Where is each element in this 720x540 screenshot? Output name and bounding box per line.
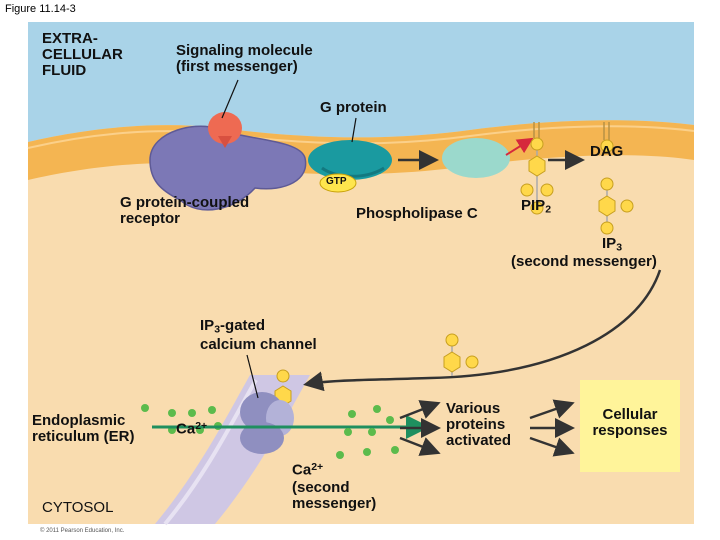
label-extracellular-fluid: EXTRA- CELLULAR FLUID (42, 30, 123, 80)
er-membrane-highlight (163, 378, 258, 526)
pointer-calcium-channel (246, 354, 259, 399)
label-pip2-main: PIP (521, 197, 546, 214)
label-ca-cytosol: Ca2+ (292, 461, 324, 479)
phospholipase-c-shape (442, 138, 510, 178)
label-ca-er-sup: 2+ (195, 420, 208, 432)
pointer-g-protein (351, 117, 357, 143)
label-ip3-sub: 3 (616, 241, 623, 254)
label-proteins-activated: Various proteins activated (446, 400, 512, 450)
label-ca-cytosol-sup: 2+ (311, 461, 324, 473)
label-second-messenger-ip3: (second messenger) (511, 253, 657, 270)
dag-molecule (600, 139, 614, 153)
arrow-ip3-to-channel (303, 269, 662, 392)
label-phospholipase-c: Phospholipase C (356, 205, 478, 222)
label-calcium-channel: calcium channel (200, 336, 317, 353)
label-ip3-right: IP3 (602, 235, 623, 254)
label-cytosol: CYTOSOL (42, 499, 114, 516)
arrows-to-proteins (399, 400, 441, 456)
gpcr-receptor-shape (149, 125, 307, 211)
g-protein-shape (308, 140, 392, 180)
pip2-molecule (520, 137, 554, 215)
label-ip3-main: IP (602, 235, 617, 252)
label-ca-er-main: Ca (176, 420, 196, 438)
label-g-protein: G protein (320, 99, 387, 116)
signaling-molecule-tip (218, 136, 232, 148)
label-ip3-gated: IP3-gated (200, 317, 266, 336)
ip3-molecule-right (598, 177, 634, 235)
label-gpcr: G protein-coupled receptor (120, 194, 250, 228)
label-pip2: PIP2 (521, 197, 552, 216)
label-ca-cytosol-main: Ca (292, 461, 312, 479)
label-gtp: GTP (326, 176, 347, 187)
copyright-notice: © 2011 Pearson Education, Inc. (40, 528, 125, 534)
label-cellular-responses: Cellular responses (592, 406, 668, 440)
label-ca-second-messenger: (second messenger) (292, 479, 377, 513)
label-er: Endoplasmic reticulum (ER) (32, 412, 135, 446)
arrow-plc-to-pip2 (505, 137, 534, 156)
ip3-molecule-middle (443, 333, 479, 376)
label-ca-er: Ca2+ (176, 420, 208, 438)
dag-lipid-tails (603, 122, 610, 140)
label-signaling-molecule: Signaling molecule (first messenger) (176, 42, 313, 76)
label-ip3-gated-a: IP (200, 317, 215, 334)
extracellular-region (28, 22, 694, 142)
signaling-molecule-shape (208, 112, 242, 144)
cellular-responses-box (580, 380, 680, 472)
figure-title: Figure 11.14-3 (5, 3, 76, 15)
calcium-ions-cytosol (336, 405, 399, 459)
gtp-badge (319, 173, 357, 193)
label-dag: DAG (590, 143, 624, 160)
arrows-to-responses (529, 399, 575, 457)
label-pip2-sub: 2 (545, 203, 552, 216)
label-ip3-gated-b: -gated (220, 317, 266, 334)
label-ip3-gated-sub: 3 (214, 323, 221, 336)
pip2-lipid-tails (533, 122, 540, 138)
pointer-signaling (221, 79, 239, 119)
